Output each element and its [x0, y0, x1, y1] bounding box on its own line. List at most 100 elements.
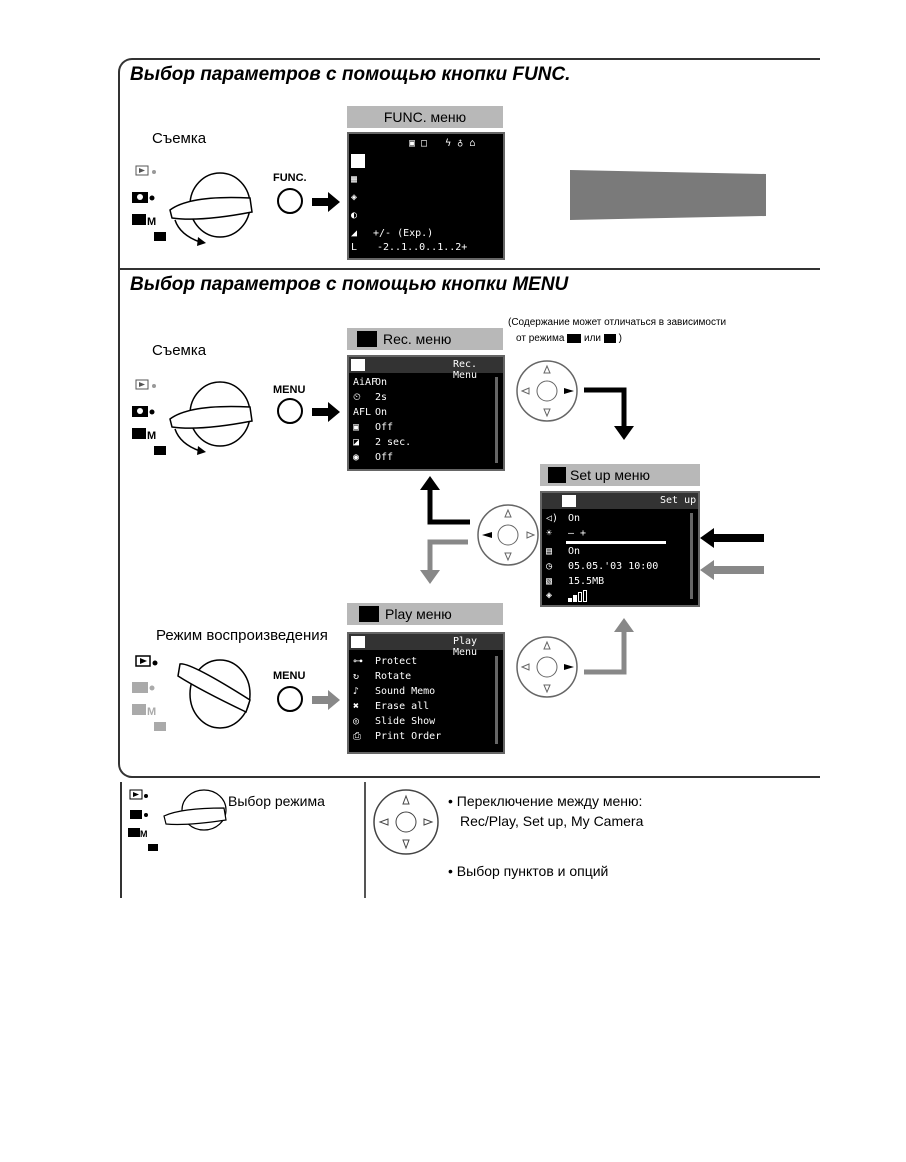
exp-scale: -2..1..0..1..2+ — [377, 242, 468, 253]
playback-mode-label: Режим воспроизведения — [156, 627, 328, 644]
arrow-right-gray-icon — [312, 690, 340, 710]
rec-tab-active[interactable] — [351, 359, 365, 371]
setup-menu-header: Set up меню — [540, 464, 700, 486]
play-tab-title: Play Menu — [453, 636, 478, 658]
erase-icon: ✖ — [353, 701, 360, 712]
scrollbar[interactable] — [495, 377, 498, 463]
play-menu-button-label: MENU — [273, 670, 306, 682]
wb-icon: ▦ — [351, 174, 358, 185]
play-row-value: Protect — [375, 656, 418, 667]
size-icon: L — [351, 242, 358, 253]
mode-dial-icon: M — [132, 165, 253, 246]
play-row-value: Erase all — [375, 701, 430, 712]
play-row-value: Slide Show — [375, 716, 436, 727]
mode-note-prefix: от режима — [516, 333, 565, 344]
mode-note-close: ) — [618, 333, 622, 344]
svg-text:M: M — [140, 829, 148, 839]
stitch-icon: ◉ — [353, 452, 360, 463]
scrollbar[interactable] — [495, 656, 498, 744]
mode-dial-icon: M — [128, 789, 227, 851]
rec-row[interactable]: ▣ Off — [353, 422, 393, 433]
controller-icon[interactable] — [472, 502, 542, 572]
play-menu-header: Play меню — [347, 603, 503, 625]
menu-button[interactable] — [277, 398, 303, 424]
rec-tab-title: Rec. Menu — [453, 359, 478, 381]
setup-row[interactable]: ◷05.05.'03 10:00 — [546, 561, 658, 572]
rec-row-value: Off — [375, 422, 394, 433]
quality-icon: ◢ — [351, 228, 358, 239]
play-row[interactable]: ⎙Print Order — [353, 731, 441, 742]
play-row-value: Rotate — [375, 671, 412, 682]
brightness-slider[interactable] — [566, 541, 666, 544]
setup-menu-header-text: Set up меню — [570, 467, 651, 483]
play-row[interactable]: ⊶ Protect — [353, 656, 417, 667]
setup-row-value: – + — [568, 528, 587, 539]
controller-icon[interactable] — [514, 634, 584, 704]
func-section-title: Выбор параметров с помощью кнопки FUNC. — [130, 64, 571, 85]
arrow-up-icon — [420, 476, 470, 525]
format-icon: ▧ — [546, 576, 553, 587]
setup-menu-screen: Set up ◁)On ☀– + ▤On ◷05.05.'03 10:00 ▧ 1… — [540, 491, 700, 607]
af-icon: AiAF — [353, 377, 378, 388]
setup-row[interactable]: ◈ — [546, 590, 587, 602]
protect-icon: ⊶ — [353, 656, 363, 667]
rec-row[interactable]: ⏲2s — [353, 392, 387, 403]
legend-bullet-1-line2: Rec/Play, Set up, My Camera — [460, 813, 644, 829]
play-menu-screen: Play Menu ⊶ Protect ↻ Rotate ♪ Sound Memo ✖… — [347, 632, 505, 754]
play-menu-header-text: Play меню — [385, 606, 452, 622]
setup-tab-active[interactable] — [562, 495, 576, 507]
movie-icon — [603, 333, 616, 343]
signal-bars — [568, 590, 587, 602]
setup-row-value: 15.5MB — [568, 576, 605, 587]
rec-row[interactable]: ◉ Off — [353, 452, 393, 463]
play-icon — [359, 606, 379, 622]
svg-text:M: M — [147, 706, 156, 718]
setup-tab-bar — [542, 493, 698, 509]
play-row-value: Sound Memo — [375, 686, 436, 697]
setup-row[interactable]: ◁)On — [546, 513, 580, 524]
rec-row-value: 2 sec. — [375, 437, 412, 448]
arrow-right-icon — [312, 192, 340, 212]
rec-row-value: 2s — [375, 392, 388, 403]
rotate-icon: ↻ — [353, 671, 360, 682]
play-row-value: Print Order — [375, 731, 442, 742]
play-row[interactable]: ✖ Erase all — [353, 701, 429, 712]
camera-icon — [567, 333, 582, 343]
exp-label: +/- (Exp.) — [373, 228, 434, 239]
zoom-icon: ▣ — [353, 422, 360, 433]
rec-row[interactable]: ◪2 sec. — [353, 437, 411, 448]
section-divider — [120, 268, 820, 270]
play-menu-button[interactable] — [277, 686, 303, 712]
effect-icon: ◈ — [351, 192, 358, 203]
setup-row[interactable]: ☀– + — [546, 528, 586, 539]
func-selected-icon — [351, 154, 365, 168]
microphone-icon: ♪ — [353, 686, 360, 697]
drive-icon: ◐ — [351, 210, 358, 221]
setup-icon — [548, 467, 566, 483]
menu-button-label: MENU — [273, 384, 306, 396]
play-tab-active[interactable] — [351, 636, 365, 648]
rec-row-value: Off — [375, 452, 394, 463]
play-row[interactable]: ♪ Sound Memo — [353, 686, 435, 697]
arrow-down-icon — [584, 387, 634, 440]
setup-row[interactable]: ▧ 15.5MB — [546, 576, 604, 587]
func-button[interactable] — [277, 188, 303, 214]
setup-row-value: 05.05.'03 10:00 — [568, 561, 659, 572]
arrow-left-gray-icon — [700, 560, 764, 580]
mode-note-or: или — [584, 333, 602, 344]
play-row[interactable]: ◎Slide Show — [353, 716, 435, 727]
scrollbar[interactable] — [690, 513, 693, 599]
svg-text:M: M — [147, 430, 156, 442]
file-number-icon: ◈ — [546, 590, 553, 601]
mode-note-line1: (Содержание может отличаться в зависимос… — [508, 317, 727, 328]
setup-row[interactable]: ▤On — [546, 546, 580, 557]
setup-tab-title: Set up — [660, 495, 697, 506]
legend-bullet-1-line1: Переключение между меню: — [456, 793, 643, 809]
play-row[interactable]: ↻ Rotate — [353, 671, 411, 682]
rec-row-value: On — [375, 377, 388, 388]
controller-icon[interactable] — [514, 358, 584, 428]
mode-note-line2: от режима или ) — [516, 332, 622, 346]
setup-row-value: On — [568, 546, 581, 557]
